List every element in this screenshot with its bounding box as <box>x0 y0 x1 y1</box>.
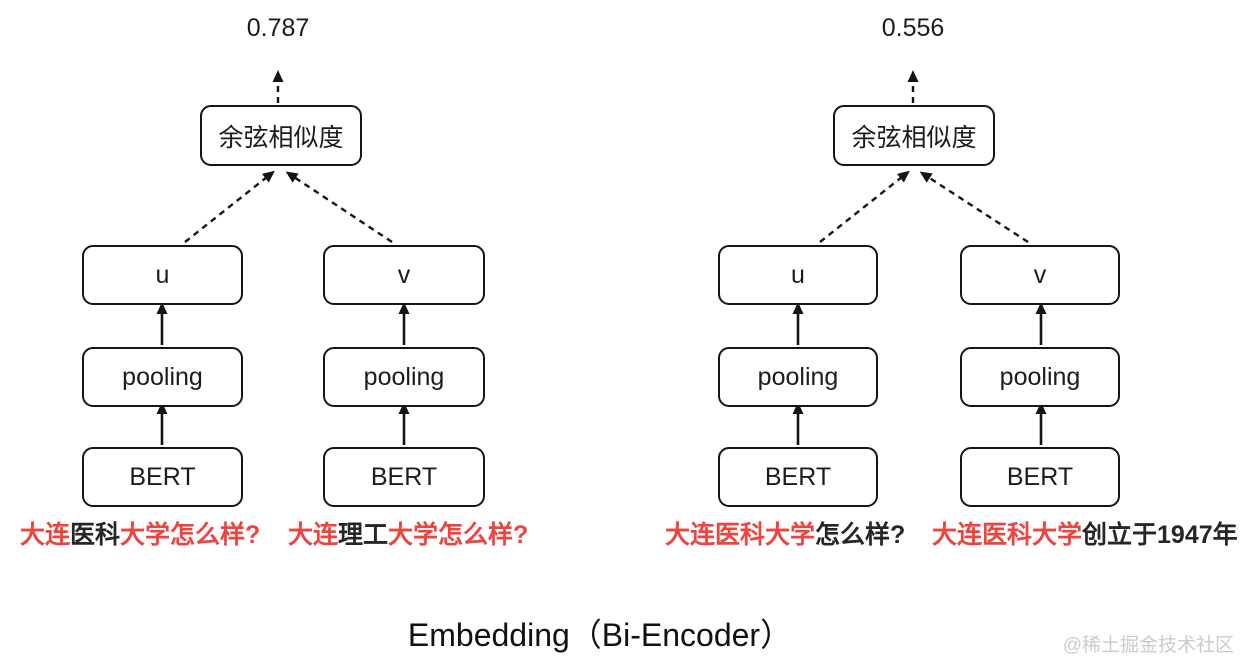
bert-box-left-b: BERT <box>323 447 485 507</box>
diagram-caption: Embedding（Bi-Encoder） <box>407 617 793 653</box>
query-segment: 大连医科大学 <box>665 521 816 549</box>
pooling-box-left-b: pooling <box>323 347 485 407</box>
query-segment: 大连 <box>288 521 339 549</box>
v-box-right: v <box>960 245 1120 305</box>
query-segment: 大连 <box>20 521 71 549</box>
dashed-arrow-v-to-cosine-right <box>919 171 1029 244</box>
watermark: @稀土掘金技术社区 <box>1062 635 1234 656</box>
query-text-1: 大连医科大学怎么样? <box>20 515 260 551</box>
query-segment: 怎么样? <box>815 521 906 549</box>
pooling-box-right-a: pooling <box>718 347 878 407</box>
cosine-similarity-box-left: 余弦相似度 <box>200 105 362 166</box>
query-text-4: 大连医科大学创立于1947年 <box>932 515 1238 551</box>
cosine-similarity-box-right: 余弦相似度 <box>833 105 995 166</box>
dashed-arrow-u-to-cosine-left <box>184 170 275 243</box>
query-segment: 大学怎么样? <box>388 521 529 549</box>
query-segment: 大学怎么样? <box>120 521 261 549</box>
bert-box-right-b: BERT <box>960 447 1120 507</box>
query-segment: 理工 <box>338 521 389 549</box>
bert-box-left-a: BERT <box>82 447 243 507</box>
dashed-arrow-v-to-cosine-left <box>285 171 393 244</box>
query-segment: 创立于1947年 <box>1082 521 1238 549</box>
query-text-2: 大连理工大学怎么样? <box>288 515 528 551</box>
bert-box-right-a: BERT <box>718 447 878 507</box>
pooling-box-right-b: pooling <box>960 347 1120 407</box>
similarity-score-right: 0.556 <box>881 14 945 42</box>
query-segment: 大连医科大学 <box>932 521 1083 549</box>
query-text-3: 大连医科大学怎么样? <box>665 515 905 551</box>
similarity-score-left: 0.787 <box>246 14 310 42</box>
v-box-left: v <box>323 245 485 305</box>
query-segment: 医科 <box>70 521 121 549</box>
u-box-right: u <box>718 245 878 305</box>
pooling-box-left-a: pooling <box>82 347 243 407</box>
dashed-arrow-u-to-cosine-right <box>819 170 910 243</box>
u-box-left: u <box>82 245 243 305</box>
